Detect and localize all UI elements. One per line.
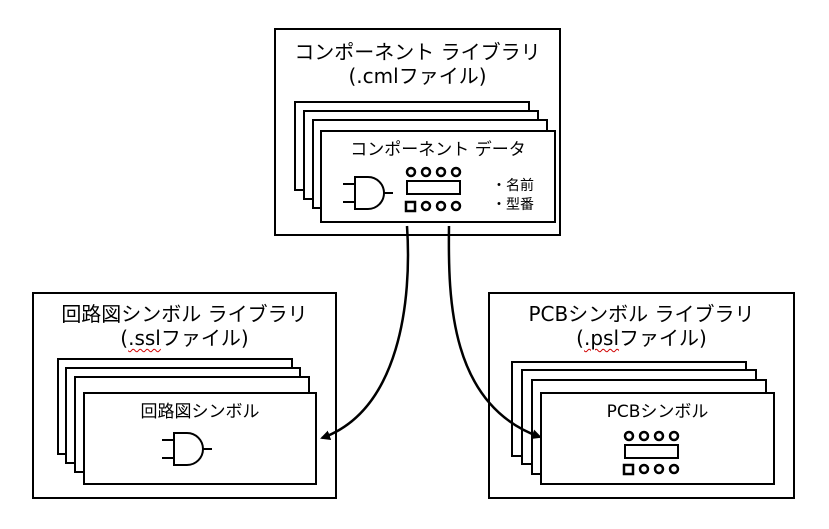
ssl-extension: .ssl	[128, 326, 161, 350]
bullet-model: ・型番	[492, 197, 534, 213]
bullet-name: ・名前	[492, 178, 534, 194]
pcb-library-title-line1: PCBシンボル ライブラリ	[528, 302, 755, 326]
pcb-symbol-title: PCBシンボル	[606, 402, 709, 422]
pcb-symbol-card: PCBシンボル	[540, 392, 775, 485]
psl-extension: .psl	[583, 326, 620, 350]
component-library-title: コンポーネント ライブラリ (.cmlファイル)	[276, 40, 559, 88]
schematic-symbol-title: 回路図シンボル	[140, 402, 260, 422]
pcb-library-title: PCBシンボル ライブラリ (.pslファイル)	[490, 302, 793, 350]
component-library-title-line1: コンポーネント ライブラリ	[294, 40, 541, 64]
component-data-card: コンポーネント データ ・名前 ・型番	[320, 130, 556, 223]
cml-extension: .cml	[356, 64, 399, 88]
schematic-symbol-card: 回路図シンボル	[83, 392, 317, 485]
pcb-library-title-line2: (.pslファイル)	[576, 326, 707, 350]
component-library-title-line2: (.cmlファイル)	[348, 64, 487, 88]
schematic-library-title-line2: (.sslファイル)	[120, 326, 249, 350]
schematic-library-title-line1: 回路図シンボル ライブラリ	[61, 302, 308, 326]
component-data-title: コンポーネント データ	[350, 140, 526, 160]
schematic-library-title: 回路図シンボル ライブラリ (.sslファイル)	[34, 302, 335, 350]
